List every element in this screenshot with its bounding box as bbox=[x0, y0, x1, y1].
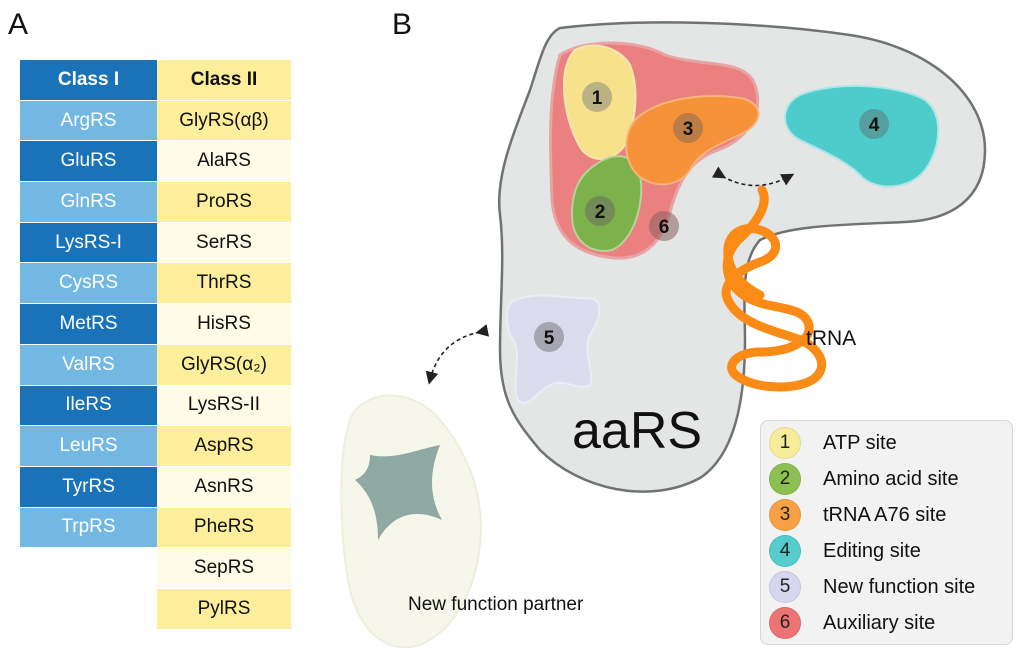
class-ii-item: SerRS bbox=[157, 222, 291, 264]
class-ii-item: ProRS bbox=[157, 182, 291, 223]
legend-item: 3 tRNA A76 site bbox=[769, 499, 946, 531]
class-ii-item: SepRS bbox=[157, 548, 291, 589]
legend-swatch: 5 bbox=[769, 571, 801, 603]
site-marker-5: 5 bbox=[534, 322, 564, 352]
partner-star-shape bbox=[355, 445, 442, 540]
panel-b-label: B bbox=[392, 8, 413, 41]
class-ii-item: PheRS bbox=[157, 507, 291, 549]
panel-a-label: A bbox=[8, 8, 29, 41]
class-i-item: ArgRS bbox=[20, 100, 157, 142]
partner-interaction-arrow bbox=[425, 324, 490, 385]
class-ii-item: LysRS-II bbox=[157, 385, 291, 427]
trna-label: tRNA bbox=[806, 327, 856, 350]
legend-item: 5 New function site bbox=[769, 571, 975, 603]
site-marker-2: 2 bbox=[585, 196, 615, 226]
class-ii-item: GlyRS(αβ) bbox=[157, 100, 291, 142]
partner-label: New function partner bbox=[408, 594, 584, 615]
legend-item: 2 Amino acid site bbox=[769, 463, 959, 495]
class-ii-item: HisRS bbox=[157, 304, 291, 345]
site-number-1: 1 bbox=[592, 88, 603, 109]
class-i-column: Class I ArgRS GluRS GlnRS LysRS-I CysRS … bbox=[20, 60, 157, 549]
class-i-item: CysRS bbox=[20, 263, 157, 305]
editing-site-region bbox=[784, 84, 940, 188]
class-i-header: Class I bbox=[20, 60, 157, 101]
class-ii-item: PylRS bbox=[157, 588, 291, 630]
class-i-item: GluRS bbox=[20, 141, 157, 183]
site-number-6: 6 bbox=[659, 217, 670, 238]
class-ii-item: AspRS bbox=[157, 426, 291, 467]
class-i-item: TyrRS bbox=[20, 466, 157, 508]
class-i-item: IleRS bbox=[20, 385, 157, 427]
class-ii-item: AlaRS bbox=[157, 141, 291, 183]
site-number-4: 4 bbox=[869, 115, 880, 136]
class-i-item: TrpRS bbox=[20, 507, 157, 549]
class-ii-header: Class II bbox=[157, 60, 291, 101]
legend-label: Editing site bbox=[823, 539, 921, 562]
legend-label: Auxiliary site bbox=[823, 611, 936, 634]
legend-item: 4 Editing site bbox=[769, 535, 921, 567]
class-i-item: LysRS-I bbox=[20, 222, 157, 264]
class-i-item: MetRS bbox=[20, 304, 157, 345]
site-marker-6: 6 bbox=[649, 211, 679, 241]
legend-label: New function site bbox=[823, 575, 976, 598]
site-marker-4: 4 bbox=[859, 109, 889, 139]
site-legend: 1 ATP site 2 Amino acid site 3 tRNA A76 … bbox=[760, 420, 1013, 645]
legend-label: Amino acid site bbox=[823, 467, 959, 490]
legend-swatch: 3 bbox=[769, 499, 801, 531]
trna-movement-arrow bbox=[711, 166, 795, 187]
legend-swatch: 1 bbox=[769, 427, 801, 459]
class-i-item: GlnRS bbox=[20, 182, 157, 223]
site-number-3: 3 bbox=[683, 119, 694, 140]
legend-swatch: 4 bbox=[769, 535, 801, 567]
legend-swatch: 2 bbox=[769, 463, 801, 495]
trna-strand bbox=[721, 185, 827, 392]
legend-label: ATP site bbox=[823, 431, 897, 454]
class-ii-item: AsnRS bbox=[157, 466, 291, 508]
legend-item: 1 ATP site bbox=[769, 427, 897, 459]
site-marker-1: 1 bbox=[582, 82, 612, 112]
class-i-item: LeuRS bbox=[20, 426, 157, 467]
site-number-2: 2 bbox=[595, 202, 606, 223]
site-number-5: 5 bbox=[544, 328, 555, 349]
class-ii-column: Class II GlyRS(αβ) AlaRS ProRS SerRS Thr… bbox=[157, 60, 291, 630]
class-ii-item: ThrRS bbox=[157, 263, 291, 305]
class-i-item: ValRS bbox=[20, 344, 157, 386]
site-marker-3: 3 bbox=[673, 113, 703, 143]
legend-label: tRNA A76 site bbox=[823, 503, 947, 526]
class-ii-item: GlyRS(α₂) bbox=[157, 344, 291, 386]
aars-label: aaRS bbox=[572, 402, 702, 460]
legend-item: 6 Auxiliary site bbox=[769, 607, 935, 639]
legend-swatch: 6 bbox=[769, 607, 801, 639]
